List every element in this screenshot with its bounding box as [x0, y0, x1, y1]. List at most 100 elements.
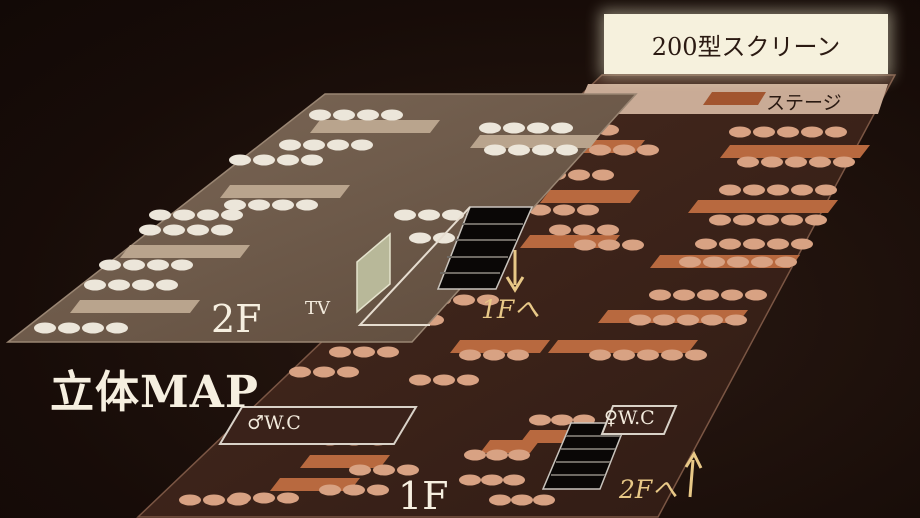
seat: [551, 414, 573, 426]
seat: [661, 349, 683, 361]
seat: [203, 494, 225, 506]
seat: [253, 154, 275, 166]
table: [70, 300, 200, 313]
seat: [106, 322, 128, 334]
seat: [751, 256, 773, 268]
seat: [775, 256, 797, 268]
seat: [58, 322, 80, 334]
seat: [353, 346, 375, 358]
seat: [349, 464, 371, 476]
seat: [573, 224, 595, 236]
seat: [777, 126, 799, 138]
seat: [589, 144, 611, 156]
seat: [486, 449, 508, 461]
seat: [84, 279, 106, 291]
seat: [727, 256, 749, 268]
seat: [503, 474, 525, 486]
seat: [171, 259, 193, 271]
seat: [791, 184, 813, 196]
screen-sign: 200型スクリーン: [604, 14, 888, 74]
seat: [529, 414, 551, 426]
seat: [253, 492, 275, 504]
seat: [673, 289, 695, 301]
seat: [791, 238, 813, 250]
seat: [442, 209, 464, 221]
seat: [333, 109, 355, 121]
seat: [221, 209, 243, 221]
seat: [173, 209, 195, 221]
seat: [197, 209, 219, 221]
seat: [457, 374, 479, 386]
seat: [187, 224, 209, 236]
seat: [719, 238, 741, 250]
seat: [459, 474, 481, 486]
floor-2f-cutout-edge: [357, 206, 471, 326]
seat: [289, 366, 311, 378]
seat: [357, 109, 379, 121]
stairs-2f-opening: [436, 206, 534, 290]
seat: [556, 144, 578, 156]
seat: [725, 314, 747, 326]
seat: [277, 492, 299, 504]
seat: [703, 256, 725, 268]
table: [310, 120, 440, 133]
seat: [351, 139, 373, 151]
seat: [757, 214, 779, 226]
female-wc-label: ♀W.C: [604, 407, 655, 429]
table: [688, 200, 838, 213]
seat: [464, 449, 486, 461]
seat: [123, 259, 145, 271]
seat: [553, 204, 575, 216]
seat: [653, 314, 675, 326]
seat: [805, 214, 827, 226]
seat: [622, 239, 644, 251]
seat: [34, 322, 56, 334]
seat: [108, 279, 130, 291]
tv-panel: [356, 232, 391, 314]
seat: [767, 238, 789, 250]
screen-label: 200型スクリーン: [651, 32, 841, 61]
map-title: 立体MAP: [50, 367, 259, 418]
seat: [677, 314, 699, 326]
seat: [695, 238, 717, 250]
seat: [597, 224, 619, 236]
seat: [453, 294, 475, 306]
seat: [697, 289, 719, 301]
table: [540, 190, 640, 203]
seat: [309, 109, 331, 121]
seat: [549, 224, 571, 236]
seat: [337, 366, 359, 378]
seat: [503, 122, 525, 134]
seat: [224, 199, 246, 211]
seat: [568, 169, 590, 181]
seat: [613, 349, 635, 361]
floor-1f-label: 1F: [398, 474, 449, 518]
seat: [508, 144, 530, 156]
seat: [719, 184, 741, 196]
seat: [296, 199, 318, 211]
seat: [479, 122, 501, 134]
seat: [737, 156, 759, 168]
seat: [484, 144, 506, 156]
stairs-1f: [541, 422, 628, 490]
floor-2f-label: 2F: [211, 297, 262, 341]
seat: [481, 474, 503, 486]
seat: [163, 224, 185, 236]
seat: [825, 126, 847, 138]
seat: [272, 199, 294, 211]
seat: [409, 232, 431, 244]
tv-label: TV: [305, 298, 331, 319]
seat: [701, 314, 723, 326]
seat: [132, 279, 154, 291]
seat: [301, 154, 323, 166]
seat: [743, 184, 765, 196]
male-wc-room: [218, 406, 418, 445]
stage-platform: [703, 92, 766, 105]
seat: [729, 126, 751, 138]
seat: [179, 494, 201, 506]
table: [120, 245, 250, 258]
seat: [785, 156, 807, 168]
arrow-down-icon: [505, 250, 525, 293]
